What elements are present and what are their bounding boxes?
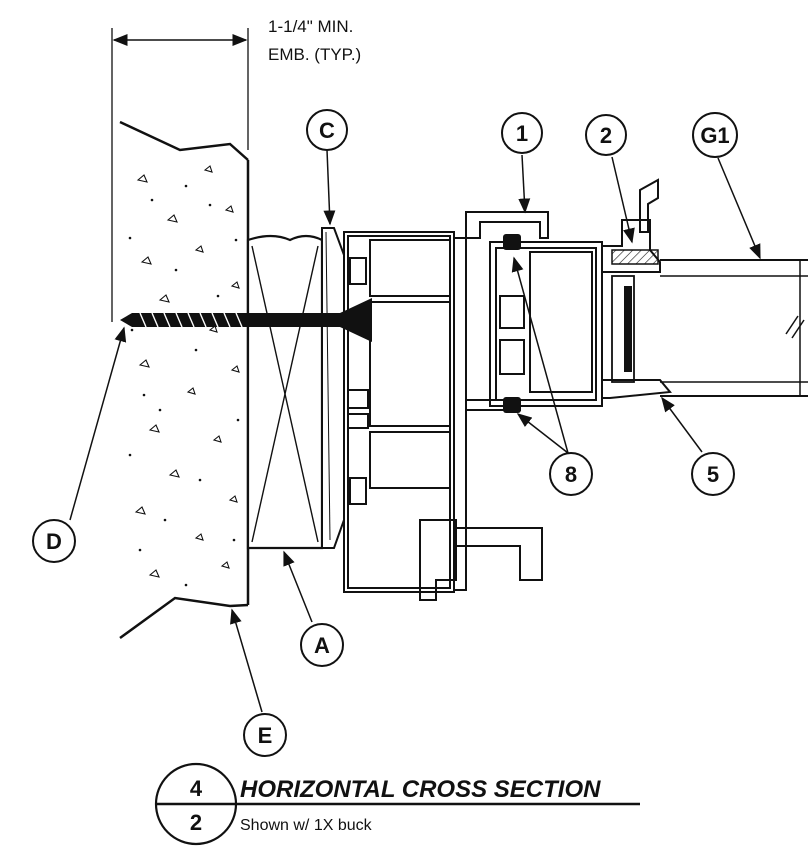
dimension-line-2: EMB. (TYP.) — [268, 45, 361, 64]
callout-2: 2 — [585, 114, 627, 156]
concrete-wall — [119, 120, 250, 640]
callout-5: 5 — [691, 452, 735, 496]
sheet-number: 2 — [190, 810, 202, 835]
detail-subheading: Shown w/ 1X buck — [240, 817, 373, 834]
callout-e: E — [243, 713, 287, 757]
sealant-shim — [321, 227, 345, 549]
callout-a-label: A — [314, 633, 330, 658]
callout-5-label: 5 — [707, 462, 719, 487]
callout-g1-label: G1 — [700, 123, 729, 148]
callout-c: C — [306, 109, 348, 151]
callout-1: 1 — [501, 112, 543, 154]
main-frame-extrusion — [343, 211, 549, 601]
detail-title-block: 4 2 HORIZONTAL CROSS SECTION Shown w/ 1X… — [154, 762, 640, 846]
callout-a: A — [300, 623, 344, 667]
callout-8: 8 — [549, 452, 593, 496]
callout-c-label: C — [319, 118, 335, 143]
detail-number: 4 — [190, 776, 203, 801]
wood-buck — [246, 234, 324, 550]
callout-2-label: 2 — [600, 123, 612, 148]
insulated-glass-unit — [611, 249, 808, 397]
dimension-line-1: 1-1/4" MIN. — [268, 17, 353, 36]
callout-1-label: 1 — [516, 121, 528, 146]
anchor-screw — [120, 298, 372, 342]
sash-extrusion — [489, 178, 672, 407]
detail-heading: HORIZONTAL CROSS SECTION — [240, 776, 601, 803]
callout-e-label: E — [258, 723, 273, 748]
callout-8-label: 8 — [565, 462, 577, 487]
gasket-seals — [503, 234, 521, 413]
callout-d-label: D — [46, 529, 62, 554]
leader-lines — [69, 149, 761, 713]
callout-d: D — [32, 519, 76, 563]
embedment-dimension: 1-1/4" MIN. EMB. (TYP.) — [111, 17, 361, 322]
callout-g1: G1 — [692, 112, 738, 158]
